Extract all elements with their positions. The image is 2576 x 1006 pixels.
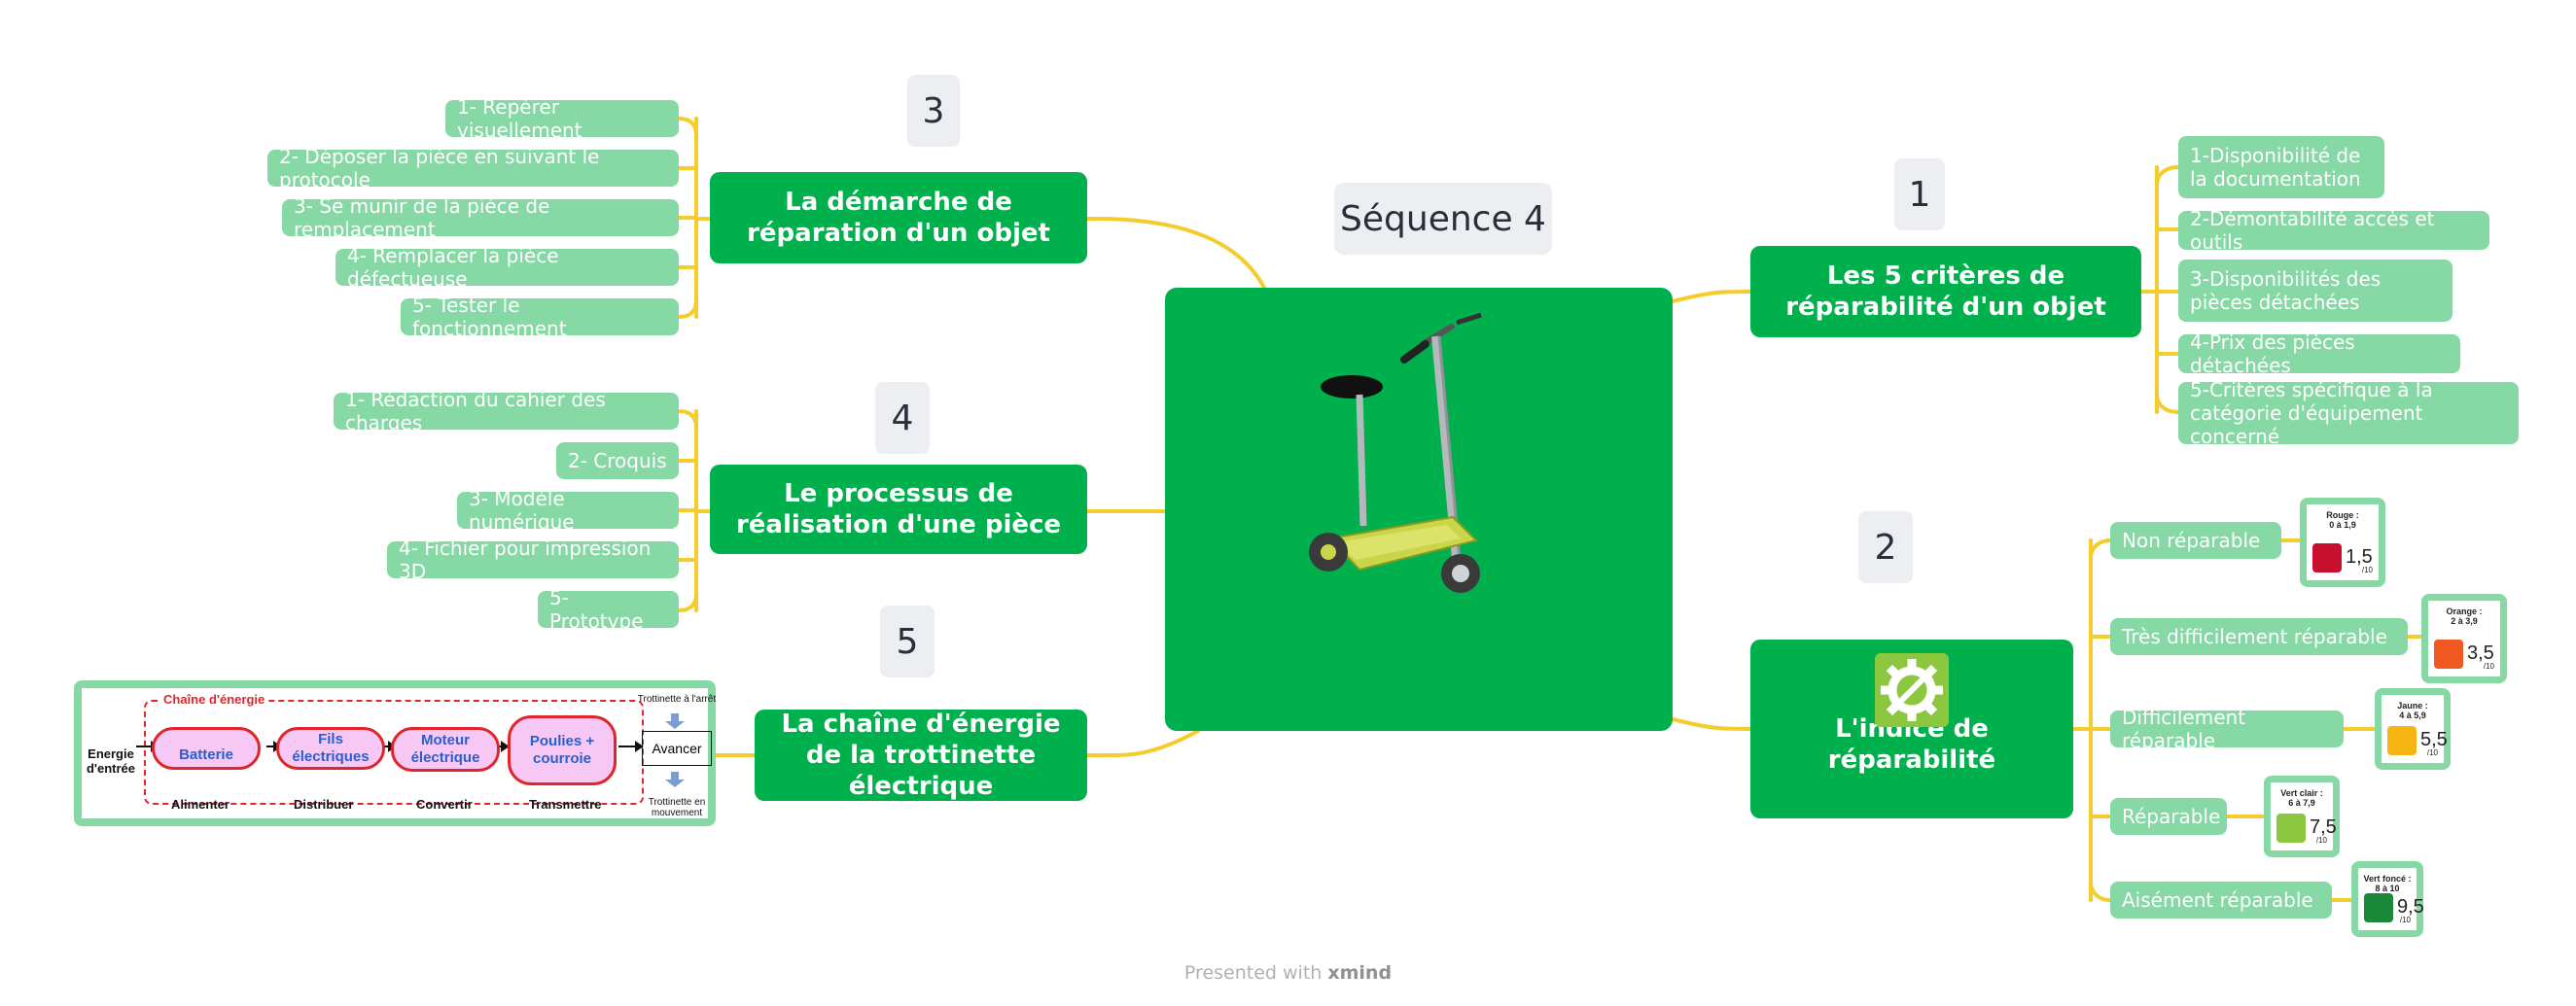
energy-chain-group [144,700,644,805]
process-step-3[interactable]: 3- Modèle numérique [457,487,679,534]
topic-number-5: 5 [880,606,935,677]
gear-wrench-icon [2312,543,2342,572]
criteria-item-5[interactable]: 5-Critères spécifique à la catégorie d'é… [2178,378,2519,448]
scooter-image [1309,312,1482,593]
energy-block-motor[interactable]: Moteur électrique [391,727,500,772]
criteria-item-1[interactable]: 1-Disponibilité de la documentation [2178,136,2384,198]
energy-action-box[interactable]: Avancer [642,731,712,766]
repair-step-5[interactable]: 5- Tester le fonctionnement [401,294,679,340]
process-step-2[interactable]: 2- Croquis [556,442,679,479]
topic-repair[interactable]: La démarche de réparation d'un objet [710,172,1087,263]
energy-function-distribuer: Distribuer [294,797,354,812]
gear-wrench-icon [1875,653,1949,727]
topic-process[interactable]: Le processus de réalisation d'une pièce [710,465,1087,554]
criteria-item-3[interactable]: 3-Disponibilités des pièces détachées [2178,260,2452,322]
badge-score: 5,5 [2420,729,2448,750]
energy-function-convertir: Convertir [416,797,473,812]
energy-block-battery[interactable]: Batterie [152,727,261,770]
topic-number-4: 4 [875,382,930,454]
badge-out-of: /10 [2399,916,2411,924]
state-before-label: Trottinette à l'arrêt [637,694,717,705]
badge-range-label: Jaune : 4 à 5,9 [2397,701,2428,720]
footer-brand: xmind [1327,962,1393,984]
gear-wrench-icon [2434,640,2463,669]
badge-range-label: Vert foncé : 8 à 10 [2363,874,2412,893]
energy-chain-group-label: Chaîne d'énergie [159,692,269,707]
repair-step-2[interactable]: 2- Déposer la pièce en suivant le protoc… [267,145,679,191]
process-step-5[interactable]: 5- Prototype [538,586,679,633]
badge-range-label: Rouge : 0 à 1,9 [2326,510,2359,530]
footer-credit: Presented with xmind [0,962,2576,984]
repairability-badge-5[interactable]: Vert foncé : 8 à 10 9,5 /10 [2351,861,2424,937]
topic-index[interactable]: L'indice de réparabilité [1750,640,2073,818]
badge-score: 1,5 [2346,546,2373,568]
topic-chain[interactable]: La chaîne d'énergie de la trottinette él… [755,710,1087,801]
badge-out-of: /10 [2361,566,2373,574]
energy-chain-diagram[interactable]: Chaîne d'énergie Energie d'entrée Batter… [74,680,716,826]
repairability-badge-2[interactable]: Orange : 2 à 3,9 3,5 /10 [2421,594,2507,683]
state-after-label: Trottinette en mouvement [648,797,706,818]
gear-wrench-icon [2276,814,2306,843]
central-title: Ce que je dois retenir [1188,890,1649,940]
topic-number-2: 2 [1858,511,1913,583]
topic-number-3: 3 [907,75,960,147]
gear-wrench-icon [2364,893,2393,922]
repairability-badge-1[interactable]: Rouge : 0 à 1,9 1,5 /10 [2300,498,2385,587]
criteria-item-2[interactable]: 2-Démontabilité accès et outils [2178,207,2489,254]
badge-score: 3,5 [2467,642,2494,664]
energy-function-transmettre: Transmettre [529,797,602,812]
index-level-4[interactable]: Réparable [2110,798,2227,835]
central-topic[interactable]: Ce que je dois retenir [1165,288,1673,940]
index-level-2[interactable]: Très difficilement réparable [2110,618,2408,655]
badge-score: 7,5 [2310,816,2337,838]
energy-block-pulleys[interactable]: Poulies + courroie [508,715,617,785]
criteria-item-4[interactable]: 4-Prix des pièces détachées [2178,330,2460,377]
process-step-4[interactable]: 4- Fichier pour impression 3D [387,537,679,583]
topic-number-1: 1 [1894,158,1945,230]
repairability-badge-4[interactable]: Vert clair : 6 à 7,9 7,5 /10 [2264,776,2340,857]
repair-step-1[interactable]: 1- Repérer visuellement [445,95,679,142]
badge-range-label: Orange : 2 à 3,9 [2446,607,2483,626]
energy-block-wires[interactable]: Fils électriques [276,727,385,770]
badge-out-of: /10 [2315,836,2327,845]
footer-prefix: Presented with [1183,962,1323,984]
badge-range-label: Vert clair : 6 à 7,9 [2280,788,2323,808]
energy-input-label: Energie d'entrée [86,746,136,776]
energy-function-alimenter: Alimenter [171,797,229,812]
repairability-badge-3[interactable]: Jaune : 4 à 5,9 5,5 /10 [2375,688,2451,770]
gear-wrench-icon [2387,726,2417,755]
badge-score: 9,5 [2397,896,2424,918]
process-step-1[interactable]: 1- Rédaction du cahier des charges [334,388,679,434]
topic-criteria[interactable]: Les 5 critères de réparabilité d'un obje… [1750,246,2141,337]
index-level-1[interactable]: Non réparable [2110,522,2281,559]
repair-step-3[interactable]: 3- Se munir de la pièce de remplacement [282,194,679,241]
topic-index-title: L'indice de réparabilité [1827,714,1996,775]
sequence-label[interactable]: Séquence 4 [1334,183,1552,255]
index-level-3[interactable]: Difficilement réparable [2110,706,2344,752]
repair-step-4[interactable]: 4- Remplacer la pièce défectueuse [335,244,679,291]
badge-out-of: /10 [2483,662,2494,671]
index-level-5[interactable]: Aisément réparable [2110,882,2332,919]
badge-out-of: /10 [2426,748,2438,757]
